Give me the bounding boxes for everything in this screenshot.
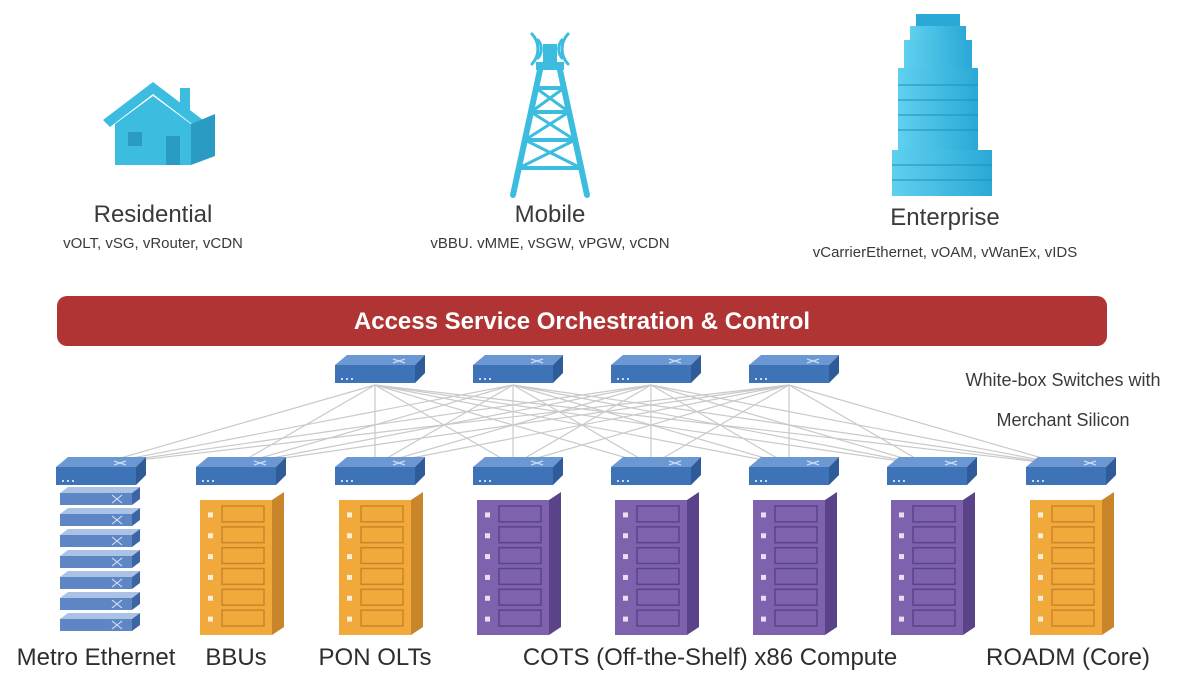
leaf-switch-5	[611, 457, 701, 485]
spine-label-line1: White-box Switches with	[965, 370, 1160, 390]
rack-bbus	[200, 492, 284, 635]
mesh-link	[95, 384, 652, 466]
orchestration-bar-label: Access Service Orchestration & Control	[354, 308, 810, 335]
leaf-switch-1	[56, 457, 146, 485]
orchestration-bar	[57, 296, 1107, 346]
leaf-switch-2	[196, 457, 286, 485]
metro-switch-unit	[60, 508, 140, 526]
service-subtitle-mobile: vBBU. vMME, vSGW, vPGW, vCDN	[430, 235, 669, 252]
rack-cots-2	[615, 492, 699, 635]
mesh-link	[512, 384, 790, 466]
spine-label-line2: Merchant Silicon	[996, 410, 1129, 430]
mesh-link	[95, 384, 790, 466]
metro-switch-unit	[60, 487, 140, 505]
leaf-switch-6	[749, 457, 839, 485]
spine-switch-4	[749, 355, 839, 383]
label-metro-ethernet: Metro Ethernet	[17, 644, 176, 671]
rack-pon-olts	[339, 492, 423, 635]
metro-switch-unit	[60, 613, 140, 631]
rack-roadm	[1030, 492, 1114, 635]
label-pon-olts: PON OLTs	[319, 644, 432, 671]
connection-mesh	[95, 384, 1067, 466]
rack-group	[56, 457, 1116, 635]
leaf-switch-4	[473, 457, 563, 485]
leaf-switch-7	[887, 457, 977, 485]
leaf-switch-8	[1026, 457, 1116, 485]
metro-switch-unit	[60, 571, 140, 589]
office-building-icon	[892, 14, 992, 196]
spine-switch-1	[335, 355, 425, 383]
mesh-link	[235, 384, 790, 466]
house-icon	[103, 82, 215, 165]
service-title-enterprise: Enterprise	[890, 204, 999, 231]
service-subtitle-enterprise: vCarrierEthernet, vOAM, vWanEx, vIDS	[813, 244, 1078, 261]
rack-cots-4	[891, 492, 975, 635]
leaf-switch-3	[335, 457, 425, 485]
spine-switch-2	[473, 355, 563, 383]
spine-switch-group	[335, 355, 839, 383]
mesh-link	[788, 384, 1067, 466]
label-bbus: BBUs	[205, 644, 266, 671]
metro-switch-unit	[60, 550, 140, 568]
service-title-residential: Residential	[94, 201, 213, 228]
service-subtitle-residential: vOLT, vSG, vRouter, vCDN	[63, 235, 243, 252]
mesh-link	[788, 384, 928, 466]
rack-cots-1	[477, 492, 561, 635]
mesh-link	[95, 384, 376, 466]
label-roadm: ROADM (Core)	[986, 644, 1150, 671]
rack-cots-3	[753, 492, 837, 635]
spine-switch-3	[611, 355, 701, 383]
mesh-link	[95, 384, 514, 466]
label-cots-compute: COTS (Off-the-Shelf) x86 Compute	[523, 644, 897, 671]
metro-switch-unit	[60, 592, 140, 610]
service-title-mobile: Mobile	[515, 201, 586, 228]
metro-switch-unit	[60, 529, 140, 547]
rack-metro-ethernet	[60, 487, 140, 631]
mesh-link	[374, 384, 790, 466]
cell-tower-icon	[510, 32, 590, 198]
mesh-link	[650, 384, 790, 466]
